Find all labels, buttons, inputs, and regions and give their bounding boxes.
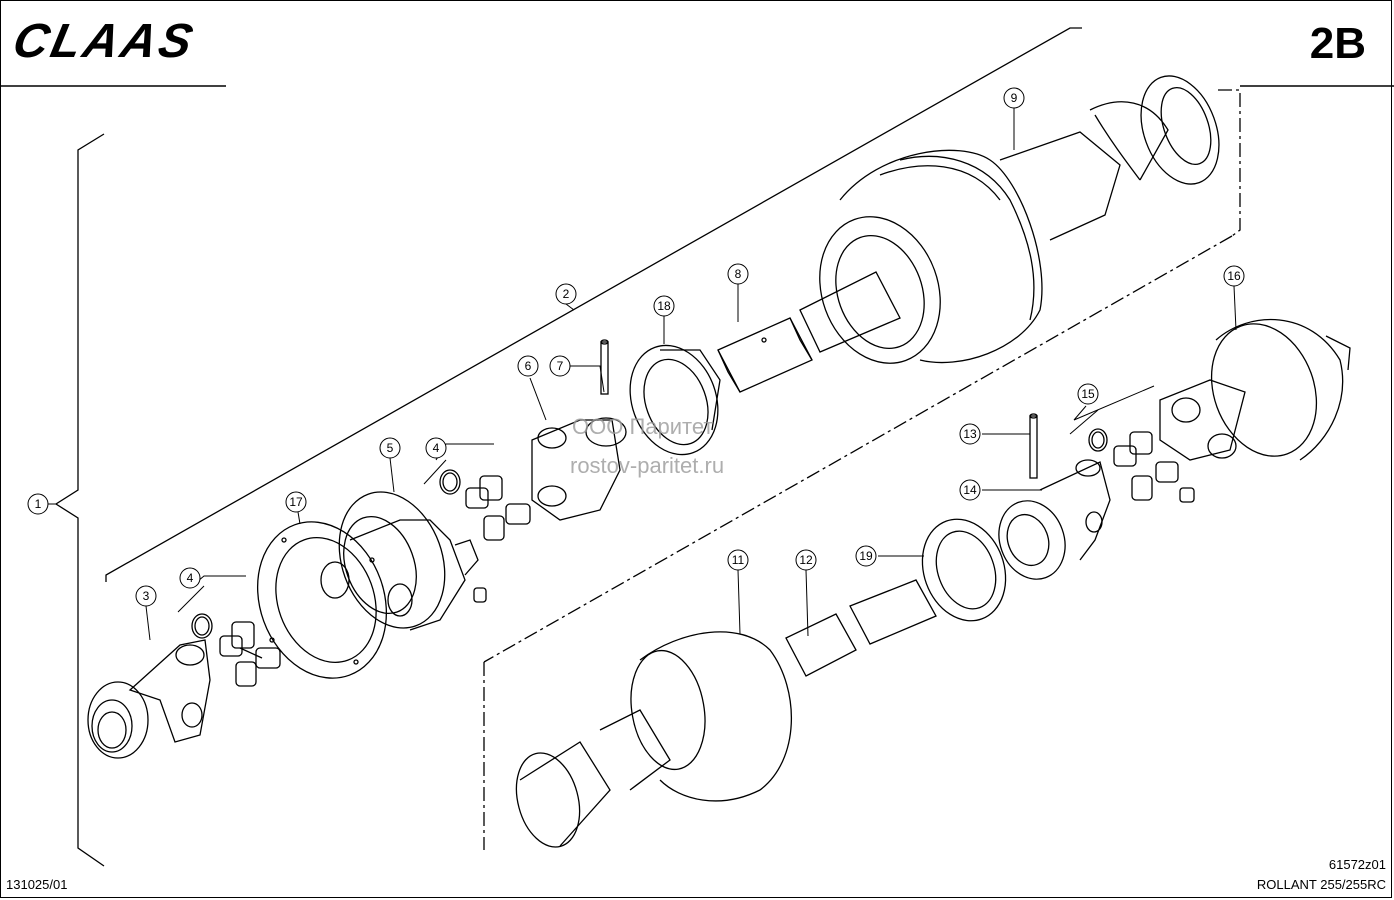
callout-18: 18 xyxy=(653,295,675,317)
outer-guard-tube-11 xyxy=(515,631,792,848)
callout-16: 16 xyxy=(1223,265,1245,287)
callout-19: 19 xyxy=(855,545,877,567)
svg-text:9: 9 xyxy=(1011,91,1018,105)
svg-text:2: 2 xyxy=(563,287,570,301)
yoke-6 xyxy=(531,417,627,521)
watermark-website: rostov-paritet.ru xyxy=(570,453,725,478)
outer-guard-tube-9 xyxy=(799,75,1220,364)
callout-3: 3 xyxy=(135,585,157,607)
svg-text:12: 12 xyxy=(799,553,813,567)
callout-6: 6 xyxy=(517,355,539,377)
flange-ring-19 xyxy=(921,518,1007,622)
callout-2: 2 xyxy=(555,283,577,305)
callout-14: 14 xyxy=(959,479,981,501)
svg-text:17: 17 xyxy=(289,495,303,509)
inner-profile-tube-12 xyxy=(785,579,937,677)
guard-end-16 xyxy=(1159,318,1351,461)
upper-assembly-outline xyxy=(105,27,1241,850)
svg-text:4: 4 xyxy=(187,571,194,585)
svg-text:15: 15 xyxy=(1081,387,1095,401)
document-number: 131025/01 xyxy=(6,877,68,892)
splined-yoke-part xyxy=(87,639,211,759)
callout-4-upper: 4 xyxy=(425,437,447,459)
svg-text:6: 6 xyxy=(525,359,532,373)
circlip-upper xyxy=(439,469,461,495)
svg-text:13: 13 xyxy=(963,427,977,441)
callout-12: 12 xyxy=(795,549,817,571)
assembly-bracket xyxy=(54,133,105,867)
figure-number: 61572z01 xyxy=(1328,857,1386,872)
svg-text:3: 3 xyxy=(143,589,150,603)
svg-text:7: 7 xyxy=(557,359,564,373)
watermark-company: ООО Паритет xyxy=(572,414,714,439)
universal-cross-15 xyxy=(1113,431,1179,501)
inner-profile-tube-8 xyxy=(717,317,813,393)
spring-pin-13 xyxy=(1029,413,1038,479)
svg-text:18: 18 xyxy=(657,299,671,313)
callout-5: 5 xyxy=(379,437,401,459)
callout-7: 7 xyxy=(549,355,571,377)
spring-pin-7 xyxy=(600,339,609,395)
universal-cross-lower xyxy=(219,621,281,687)
svg-text:11: 11 xyxy=(732,553,745,567)
svg-text:19: 19 xyxy=(859,549,873,563)
svg-text:1: 1 xyxy=(35,497,42,511)
svg-text:4: 4 xyxy=(433,441,440,455)
callout-15: 15 xyxy=(1077,383,1099,405)
circlip-15 xyxy=(1088,428,1108,452)
bearing-ring-18 xyxy=(629,344,721,456)
universal-cross-upper xyxy=(465,475,531,541)
callout-4-lower: 4 xyxy=(179,567,201,589)
machine-model: ROLLANT 255/255RC xyxy=(1256,877,1386,892)
svg-text:8: 8 xyxy=(735,267,742,281)
callout-9: 9 xyxy=(1003,87,1025,109)
callout-8: 8 xyxy=(727,263,749,285)
svg-text:16: 16 xyxy=(1227,269,1241,283)
flange-ring-17 xyxy=(256,521,388,679)
callout-1: 1 xyxy=(27,493,49,515)
leader-lines xyxy=(48,108,1237,641)
guard-cone-5 xyxy=(320,491,487,631)
page-code: 2B xyxy=(1309,19,1366,68)
grease-nipple xyxy=(1179,487,1195,503)
svg-text:5: 5 xyxy=(387,441,394,455)
circlip-lower xyxy=(191,613,213,639)
callout-17: 17 xyxy=(285,491,307,513)
svg-text:14: 14 xyxy=(963,483,977,497)
callout-11: 11 xyxy=(727,549,749,571)
yoke-14 xyxy=(998,459,1111,580)
callout-13: 13 xyxy=(959,423,981,445)
callout-markers: 1 2 3 4 4 5 6 7 8 9 11 12 13 14 15 16 17… xyxy=(27,87,1245,607)
